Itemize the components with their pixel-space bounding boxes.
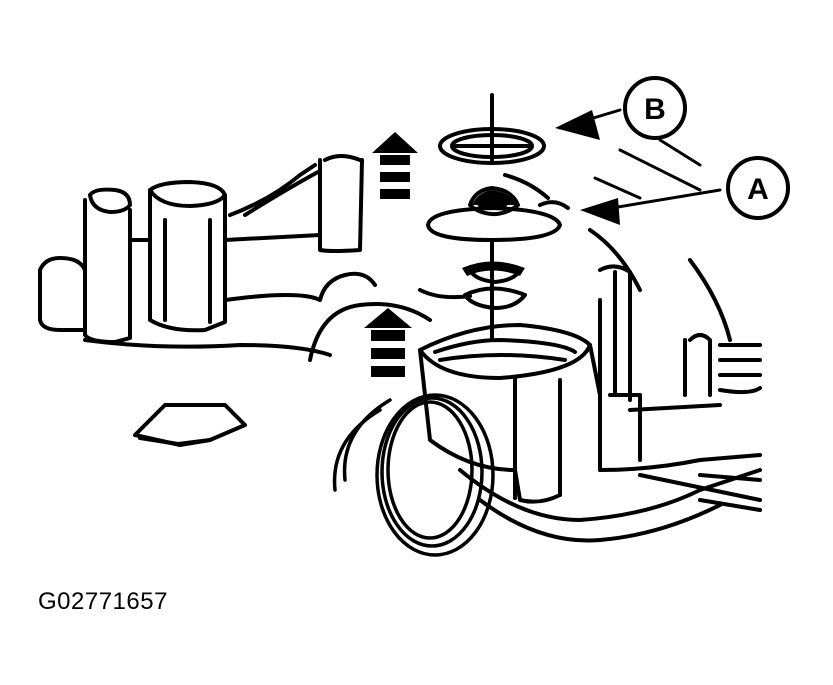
direction-arrow-icon xyxy=(133,403,247,447)
thermostat-housing xyxy=(308,228,762,543)
callout-a: A xyxy=(726,156,790,220)
gasket-b xyxy=(438,93,546,165)
callout-a-label: A xyxy=(747,173,769,206)
thermostat-dome xyxy=(472,190,516,205)
callout-b-label: B xyxy=(644,93,666,126)
hose-coil xyxy=(332,393,495,557)
engine-block-left xyxy=(38,154,364,357)
figure-id-label: G02771657 xyxy=(38,588,168,615)
up-arrow-icon xyxy=(372,132,418,199)
pointer-arrow-icon xyxy=(580,198,620,225)
thermostat-spring xyxy=(462,261,525,276)
pointer-arrow-icon xyxy=(555,110,600,140)
callout-b: B xyxy=(623,76,687,140)
up-arrow-icon xyxy=(364,308,412,377)
